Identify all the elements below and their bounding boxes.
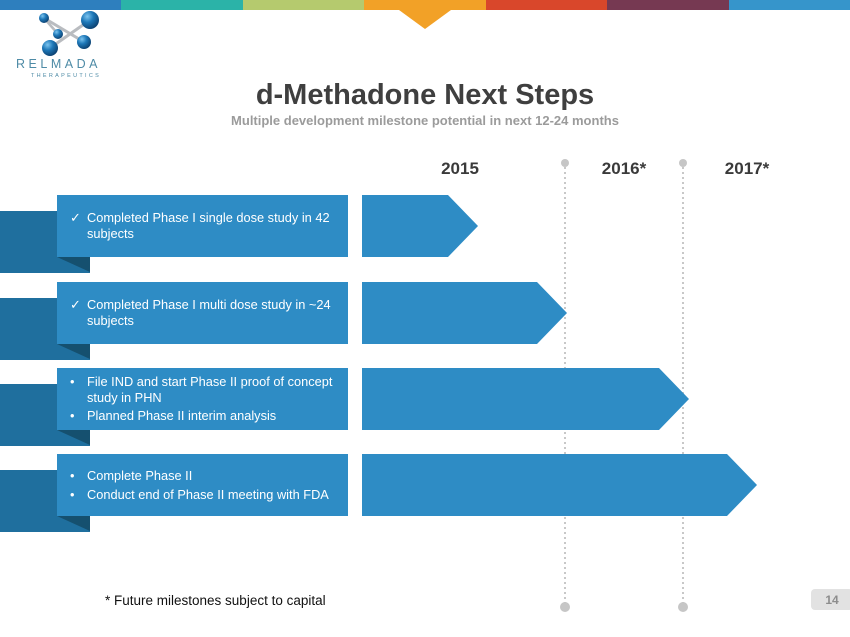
top-bar-segment-green	[242, 0, 365, 10]
timeline-arrow	[362, 368, 689, 430]
bullet-icon: •	[70, 374, 75, 390]
milestone-box: ✓ Completed Phase I single dose study in…	[57, 195, 348, 257]
milestone-text: File IND and start Phase II proof of con…	[87, 374, 333, 405]
slide-subtitle: Multiple development milestone potential…	[231, 113, 619, 128]
milestone-text: Completed Phase I single dose study in 4…	[87, 210, 330, 241]
divider-bottom-dot	[678, 602, 688, 612]
milestone-item: • Conduct end of Phase II meeting with F…	[70, 487, 346, 503]
bullet-icon: •	[70, 467, 75, 483]
bullet-icon: •	[70, 486, 75, 502]
milestone-item: • Planned Phase II interim analysis	[70, 408, 346, 424]
milestone-text: Complete Phase II	[87, 467, 193, 483]
timeline-arrow	[362, 282, 567, 344]
milestone-item: ✓ Completed Phase I single dose study in…	[70, 210, 346, 241]
top-bar-segment-red	[485, 0, 608, 10]
milestone-box: ✓ Completed Phase I multi dose study in …	[57, 282, 348, 344]
top-bar-segment-orange	[364, 0, 486, 10]
timeline-arrow	[362, 454, 757, 516]
divider-bottom-dot	[560, 602, 570, 612]
milestone-box: • File IND and start Phase II proof of c…	[57, 368, 348, 430]
year-header-2015: 2015	[441, 159, 479, 178]
year-header-2017: 2017*	[724, 159, 770, 178]
top-bar-segment-teal	[121, 0, 243, 10]
relmada-logo: RELMADA THERAPEUTICS	[16, 10, 136, 79]
check-icon: ✓	[70, 297, 81, 313]
logo-brand-text: RELMADA	[16, 57, 101, 71]
milestone-row: ✓ Completed Phase I multi dose study in …	[0, 282, 850, 362]
down-arrow-pointer-icon	[399, 10, 451, 29]
molecule-icon	[39, 11, 99, 56]
timeline-arrow	[362, 195, 478, 257]
milestone-text: Planned Phase II interim analysis	[87, 408, 277, 424]
slide-title: d-Methadone Next Steps	[255, 79, 595, 111]
milestone-item: ✓ Completed Phase I multi dose study in …	[70, 297, 346, 328]
milestone-item: • File IND and start Phase II proof of c…	[70, 374, 346, 405]
top-accent-bar	[0, 0, 850, 10]
logo-subtext: THERAPEUTICS	[31, 73, 102, 79]
milestone-box: • Complete Phase II • Conduct end of Pha…	[57, 454, 348, 516]
milestone-text: Completed Phase I multi dose study in ~2…	[87, 297, 331, 328]
year-divider-line-2017	[682, 167, 684, 604]
bullet-icon: •	[70, 408, 75, 424]
year-header-2016: 2016*	[601, 159, 647, 178]
milestone-item: • Complete Phase II	[70, 468, 346, 484]
top-bar-segment-lightblue	[728, 0, 850, 10]
top-bar-segment-blue	[0, 0, 122, 10]
divider-top-dot	[561, 159, 569, 167]
divider-top-dot	[679, 159, 687, 167]
milestone-row: ✓ Completed Phase I single dose study in…	[0, 195, 850, 275]
milestone-text: Conduct end of Phase II meeting with FDA	[87, 486, 329, 502]
check-icon: ✓	[70, 210, 81, 226]
top-bar-segment-maroon	[607, 0, 729, 10]
footnote-text: * Future milestones subject to capital	[105, 593, 326, 608]
page-number-badge: 14	[811, 589, 850, 610]
milestone-row: • File IND and start Phase II proof of c…	[0, 368, 850, 448]
milestone-row: • Complete Phase II • Conduct end of Pha…	[0, 454, 850, 534]
